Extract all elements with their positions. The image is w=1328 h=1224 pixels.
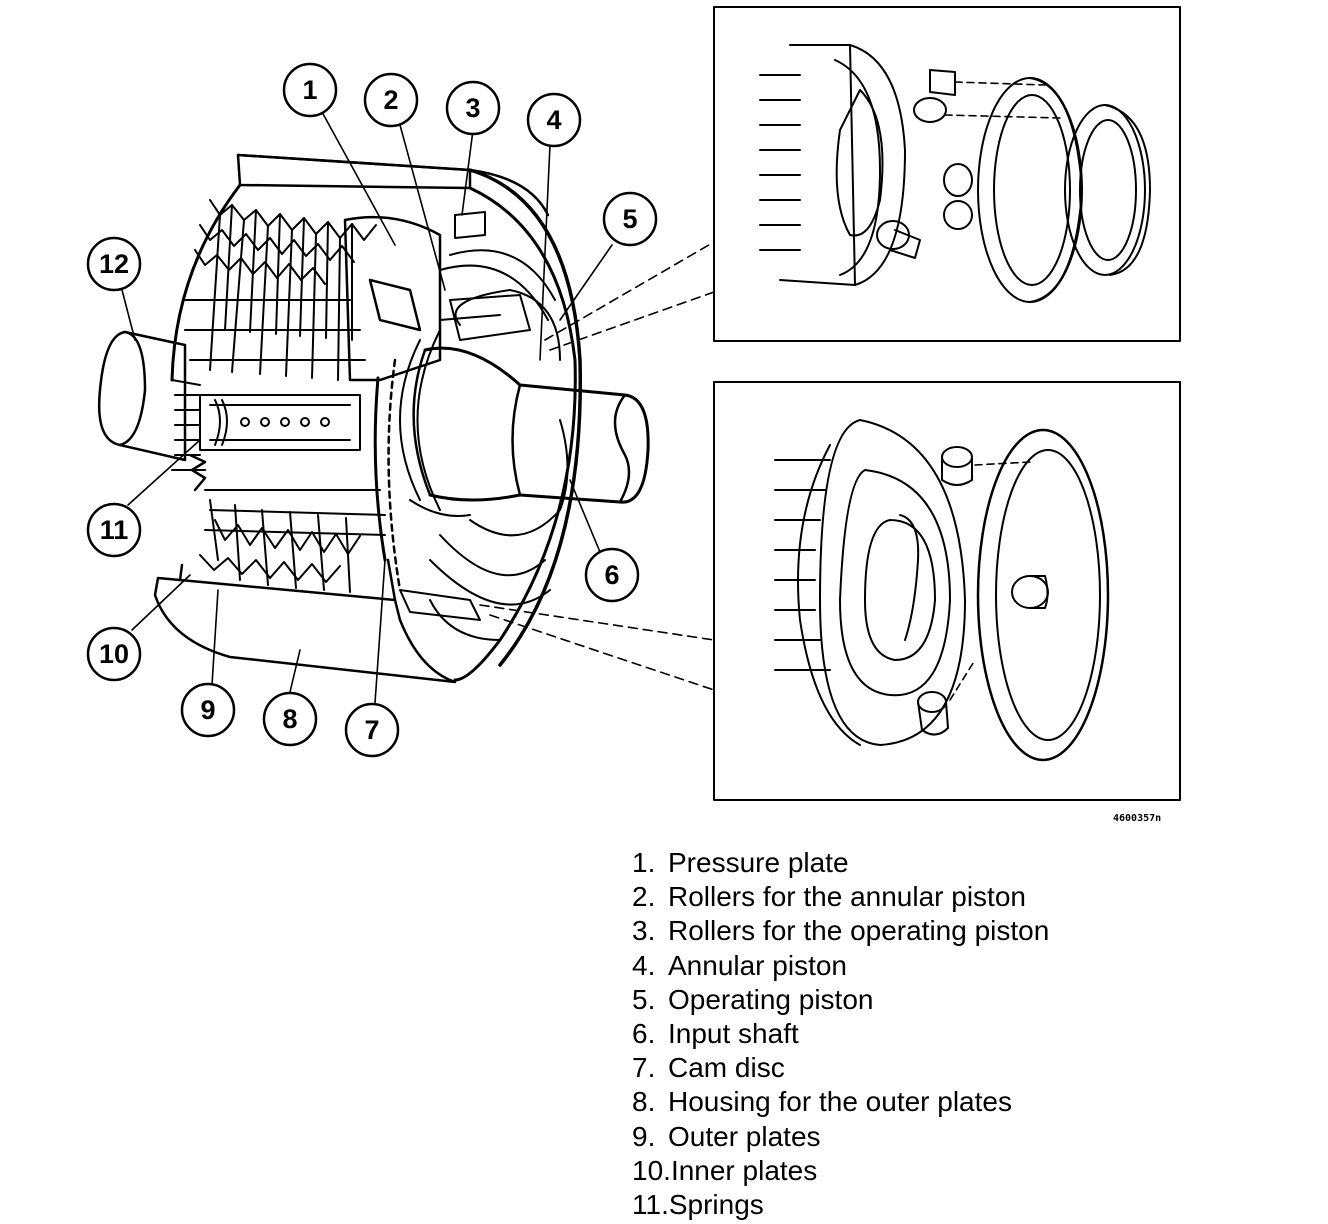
plate-stack-lower [199,489,386,593]
callout-label-10: 10 [99,639,129,669]
callout-label-5: 5 [622,204,637,234]
springs-core [171,379,361,471]
legend-item: 7. Cam disc [632,1051,1232,1085]
legend-text: Annular piston [668,949,848,981]
main-assembly [98,153,650,684]
legend-number: 9. [632,1120,656,1152]
callout-4 [526,92,582,148]
legend-text: Outer plates [668,1120,821,1152]
reference-code: 4600357n [1113,813,1161,824]
legend-text: Operating piston [668,983,874,1015]
input-shaft [423,346,650,504]
callout-6 [584,547,640,603]
callout-label-1: 1 [302,75,317,105]
callouts [86,62,658,758]
legend-number: 3. [632,915,656,947]
legend-text: Springs [668,1189,764,1221]
legend-item: 2. Rollers for the annular piston [632,880,1232,914]
legend-item: 1. Pressure plate [632,846,1232,880]
callout-label-11: 11 [100,515,129,545]
legend-number: 1. [632,847,656,878]
legend-item: 8. Housing for the outer plates [632,1085,1232,1119]
projection-lines [479,241,715,691]
legend-text: Input shaft [668,1018,799,1050]
callout-8 [262,691,318,747]
legend-item: 5. Operating piston [632,983,1232,1017]
callout-10 [86,626,142,682]
callout-label-3: 3 [465,93,480,123]
legend-item: 6. Input shaft [632,1017,1232,1051]
callout-label-6: 6 [604,560,619,590]
callout-1 [282,62,338,118]
callout-label-8: 8 [282,704,297,734]
legend-number: 11. [632,1189,669,1221]
legend-number: 10. [632,1154,671,1186]
callout-5 [602,191,658,247]
legend-text: Rollers for the operating piston [668,915,1050,947]
callout-label-12: 12 [99,249,129,279]
leader-lines [121,111,613,704]
legend-item: 3. Rollers for the operating piston [632,914,1232,948]
detail-panel-top [713,6,1181,342]
pressure-plate-body [343,215,442,382]
legend-number: 7. [632,1052,656,1084]
legend-number: 2. [632,881,656,913]
legend-text: Housing for the outer plates [668,1086,1012,1118]
callout-9 [180,682,236,738]
callout-label-2: 2 [383,85,398,115]
legend-text: Cam disc [668,1052,785,1084]
legend-number: 8. [632,1086,656,1118]
callout-12 [86,236,142,292]
hub-rings [399,211,569,641]
legend-number: 5. [632,983,656,1015]
legend-text: Pressure plate [668,847,849,878]
legend-text: Rollers for the annular piston [668,881,1026,913]
legend-item: 4. Annular piston [632,949,1232,983]
detail-panel-bottom [713,381,1181,801]
callout-3 [445,80,501,136]
callout-7 [344,702,400,758]
legend-text: Inner plates [670,1154,818,1186]
callout-label-4: 4 [546,105,561,135]
legend-item: 9. Outer plates [632,1120,1232,1154]
plate-stack-upper [184,199,377,381]
callout-2 [363,72,419,128]
legend-number: 4. [632,949,656,981]
parts-legend: 1. Pressure plate 2. Rollers for the annul… [632,846,1232,1222]
callout-label-7: 7 [364,715,379,745]
callout-label-9: 9 [200,695,215,725]
housing-bottom [153,576,457,684]
legend-item: 10.Inner plates [632,1154,1232,1188]
legend-number: 6. [632,1018,656,1050]
legend-item: 11.Springs [632,1188,1232,1222]
callout-11 [86,502,142,558]
